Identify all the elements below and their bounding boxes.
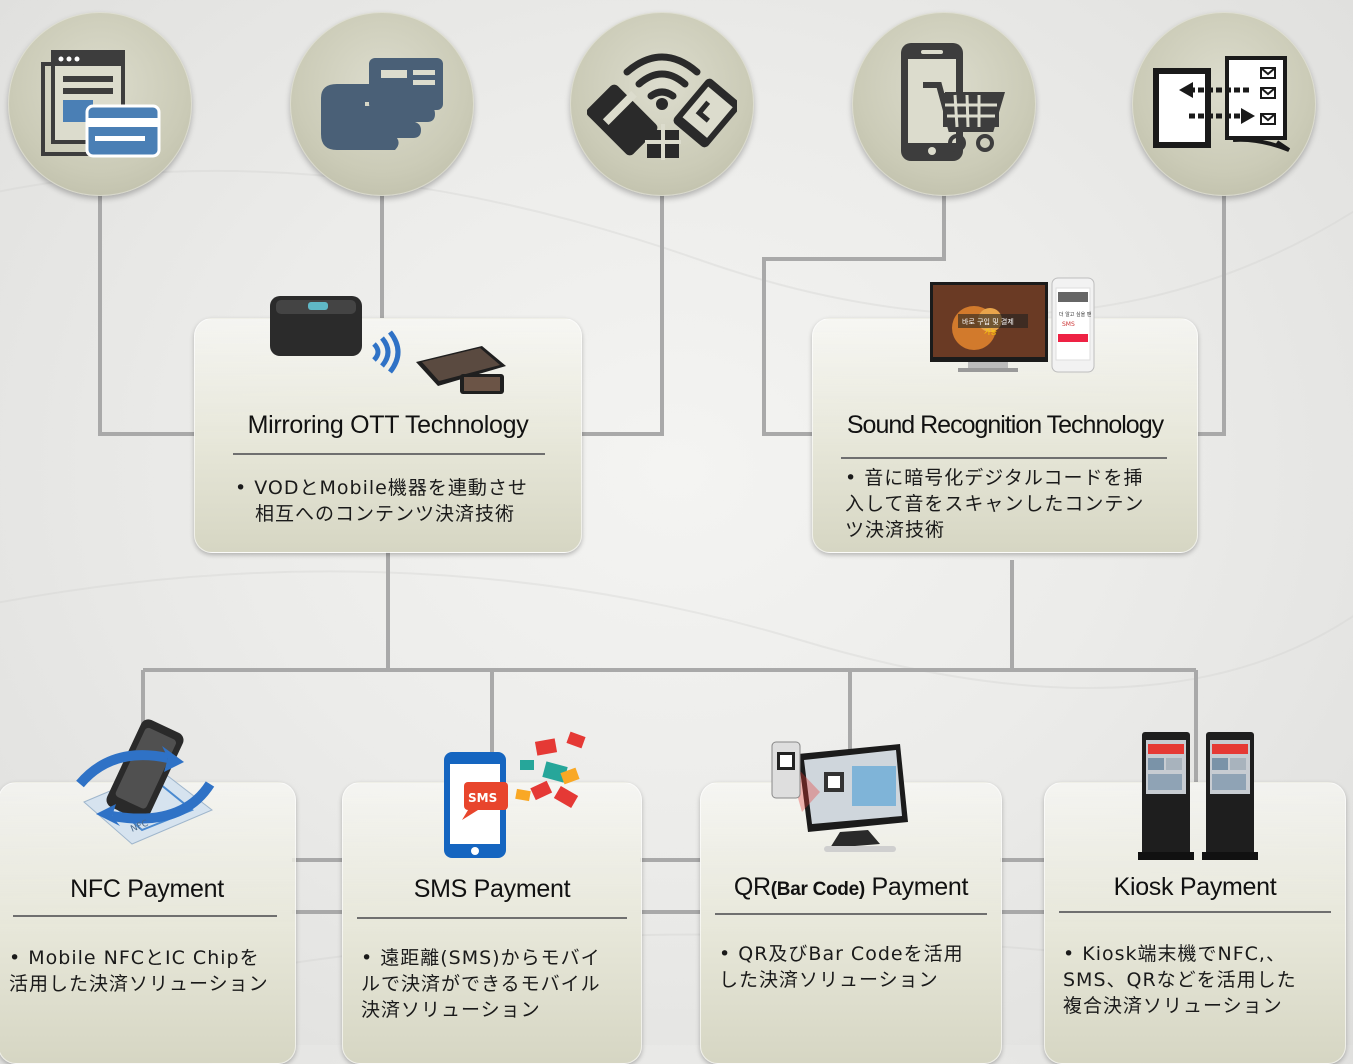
wireless-payment-circle xyxy=(570,12,754,196)
phone-screen-text-1: 더 알고 싶을 땐 xyxy=(1059,311,1092,318)
mirroring-title: Mirroring OTT Technology xyxy=(247,411,529,439)
sms-box: SMS Payment • 遠距離(SMS)からモバイ ルで決済ができるモバイル… xyxy=(342,782,642,1064)
wireless-payment-icon xyxy=(587,53,737,160)
tv-screen-text-2: 가능 xyxy=(984,327,997,336)
nfc-phone-image: NFC xyxy=(76,719,215,845)
web-payment-circle xyxy=(8,12,192,196)
sms-title: SMS Payment xyxy=(413,875,571,903)
mirroring-desc: • VODとMobile機器を連動させ 相互へのコンテンツ決済技術 xyxy=(235,477,528,525)
tv-phone-image: 바로 구입 및 결제 가능 더 알고 싶을 땐 SMS xyxy=(930,277,1095,373)
qr-title: QR(Bar Code) Payment xyxy=(701,873,1001,902)
mobile-shopping-icon xyxy=(901,43,1006,161)
sound-divider xyxy=(841,457,1167,459)
tv-screen-text-1: 바로 구입 및 결제 xyxy=(962,317,1014,326)
kiosk-title: Kiosk Payment xyxy=(1113,873,1277,901)
kiosk-desc: • Kiosk端末機でNFC,、 SMS、QRなどを活用した 複合決済ソリューシ… xyxy=(1063,943,1297,1017)
sms-desc: • 遠距離(SMS)からモバイ ルで決済ができるモバイル 決済ソリューション xyxy=(361,947,601,1021)
transfer-icon xyxy=(1153,56,1291,152)
card-hand-icon xyxy=(321,58,443,150)
kiosk-divider xyxy=(1059,911,1331,913)
qr-title-small: (Bar Code) xyxy=(770,879,865,900)
card-hand-circle xyxy=(290,12,474,196)
qr-divider xyxy=(715,913,987,915)
mirroring-divider xyxy=(233,453,545,455)
transfer-circle xyxy=(1132,12,1316,196)
phone-screen-text-2: SMS xyxy=(1062,321,1075,328)
svg-text:SMS: SMS xyxy=(468,791,497,805)
sound-desc: • 音に暗号化デジタルコードを挿 入して音をスキャンしたコンテン ツ決済技術 xyxy=(845,467,1145,541)
speaker-tablet-image xyxy=(270,296,506,394)
qr-terminal-image xyxy=(771,741,908,852)
sms-divider xyxy=(357,917,627,919)
kiosk-box: Kiosk Payment • Kiosk端末機でNFC,、 SMS、QRなどを… xyxy=(1044,782,1346,1064)
kiosk-image xyxy=(1138,732,1258,860)
nfc-divider xyxy=(13,915,277,917)
web-payment-icon xyxy=(41,50,161,158)
mobile-shopping-circle xyxy=(852,12,1036,196)
nfc-desc: • Mobile NFCとIC Chipを 活用した決済ソリューション xyxy=(9,947,269,995)
nfc-title: NFC Payment xyxy=(70,875,224,903)
sms-phone-image: SMS xyxy=(444,731,586,858)
qr-box: QR(Bar Code) Payment • QR及びBar Codeを活用 し… xyxy=(700,782,1002,1064)
qr-title-end: Payment xyxy=(864,873,969,901)
sound-title: Sound Recognition Technology xyxy=(846,411,1164,439)
qr-title-main: QR xyxy=(733,873,771,901)
qr-desc: • QR及びBar Codeを活用 した決済ソリューション xyxy=(719,943,964,991)
